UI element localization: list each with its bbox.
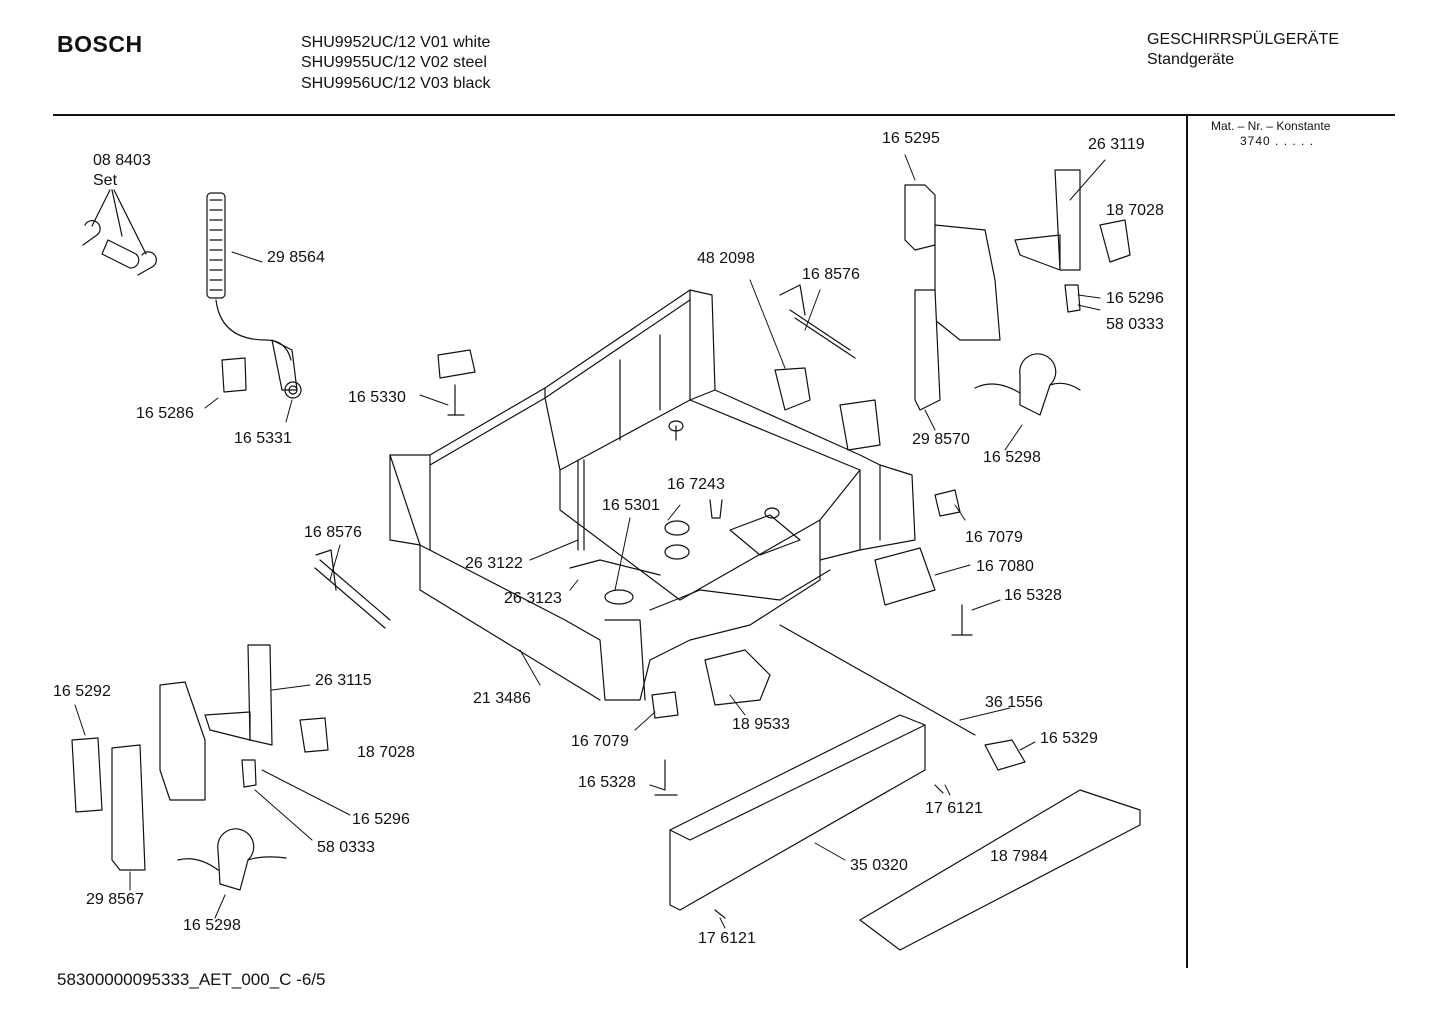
model-line-1: SHU9952UC/12 V01 white xyxy=(301,34,491,51)
part-label: 29 8567 xyxy=(86,891,144,908)
part-label: 29 8564 xyxy=(267,249,325,266)
model-line-3: SHU9956UC/12 V03 black xyxy=(301,75,491,92)
part-label: 18 7028 xyxy=(1106,202,1164,219)
header-divider xyxy=(53,114,1395,116)
part-label: 17 6121 xyxy=(925,800,983,817)
part-label: 16 5329 xyxy=(1040,730,1098,747)
part-label: 35 0320 xyxy=(850,857,908,874)
sidebar-divider xyxy=(1186,116,1188,968)
part-label: 16 5328 xyxy=(578,774,636,791)
part-label: 26 3122 xyxy=(465,555,523,572)
part-label: 16 5301 xyxy=(602,497,660,514)
kickplate-drawing xyxy=(651,489,1141,951)
part-label: 16 5331 xyxy=(234,430,292,447)
part-label: 18 7028 xyxy=(357,744,415,761)
part-label: 08 8403 xyxy=(93,152,151,169)
part-label: 16 5298 xyxy=(983,449,1041,466)
part-label: 16 7080 xyxy=(976,558,1034,575)
part-label: 26 3119 xyxy=(1088,136,1145,153)
part-label: 16 7079 xyxy=(965,529,1023,546)
connectors-drawing xyxy=(221,349,881,451)
heater-spring-drawing xyxy=(314,284,856,629)
leader-lines xyxy=(74,154,1106,929)
part-label: 16 7243 xyxy=(667,476,725,493)
part-label: 58 0333 xyxy=(317,839,375,856)
part-label: 21 3486 xyxy=(473,690,531,707)
right-bracket-drawing xyxy=(904,169,1131,416)
part-label: 16 5330 xyxy=(348,389,406,406)
document-id: 58300000095333_AET_000_C -6/5 xyxy=(57,970,326,989)
part-label: 58 0333 xyxy=(1106,316,1164,333)
part-label: 18 7984 xyxy=(990,848,1048,865)
part-label: 48 2098 xyxy=(697,250,755,267)
part-label: 16 5296 xyxy=(352,811,410,828)
part-label: 26 3115 xyxy=(315,672,372,689)
set-clamps-drawing xyxy=(82,189,157,276)
part-label: 29 8570 xyxy=(912,431,970,448)
part-label: 26 3123 xyxy=(504,590,562,607)
part-label: 16 5298 xyxy=(183,917,241,934)
part-label: 16 7079 xyxy=(571,733,629,750)
part-label: 36 1556 xyxy=(985,694,1043,711)
part-label: 16 5292 xyxy=(53,683,111,700)
part-label: 16 8576 xyxy=(304,524,362,541)
category-title: GESCHIRRSPÜLGERÄTE xyxy=(1147,31,1340,48)
material-number-label: Mat. – Nr. – Konstante xyxy=(1211,119,1331,133)
part-label: 16 5296 xyxy=(1106,290,1164,307)
hose-drawing xyxy=(206,192,302,399)
part-label: Set xyxy=(93,172,118,189)
brand-logo: BOSCH xyxy=(57,31,143,57)
base-tub-drawing xyxy=(389,289,916,701)
part-label: 17 6121 xyxy=(698,930,756,947)
model-line-2: SHU9955UC/12 V02 steel xyxy=(301,54,487,71)
part-label: 16 5286 xyxy=(136,405,194,422)
part-label: 16 5295 xyxy=(882,130,940,147)
left-bracket-drawing xyxy=(71,644,329,891)
material-number-value: 3740 . . . . . xyxy=(1240,134,1315,148)
part-label: 18 9533 xyxy=(732,716,790,733)
part-label: 16 8576 xyxy=(802,266,860,283)
subcategory-title: Standgeräte xyxy=(1147,51,1235,68)
part-label: 16 5328 xyxy=(1004,587,1062,604)
